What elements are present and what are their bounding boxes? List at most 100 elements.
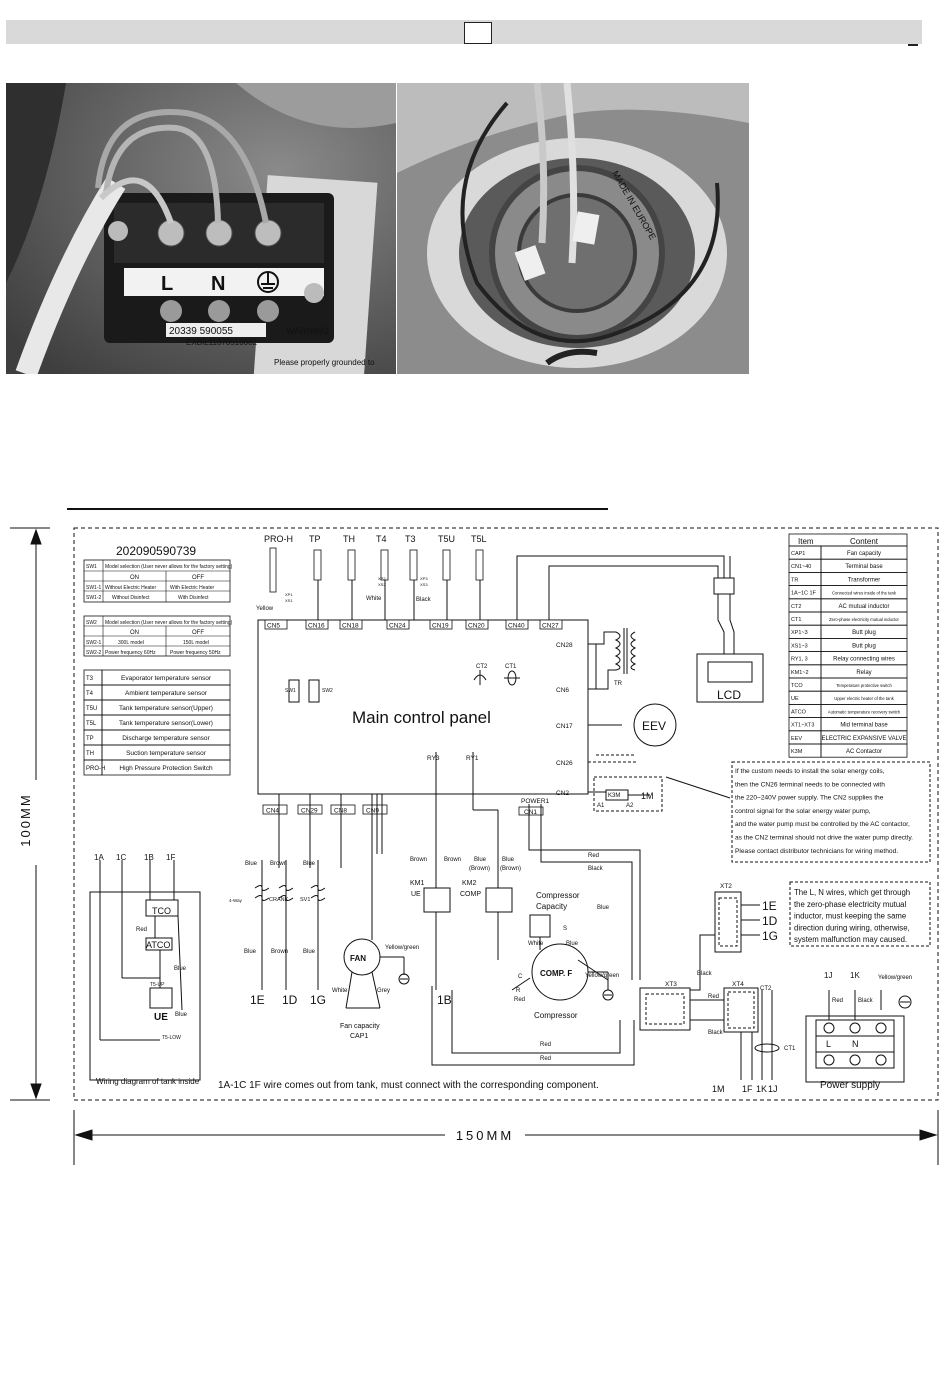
compressor-cap-label: Compressor: [536, 891, 580, 900]
sensor-key: TH: [86, 751, 94, 757]
sensor-probe: [347, 549, 356, 581]
item-val: Zero-phase electricity mutual inductor: [829, 617, 899, 622]
footnote: 1A-1C 1F wire comes out from tank, must …: [218, 1080, 599, 1091]
warning-sticker-text: WARNING: [286, 326, 329, 336]
wire-color-label: Red: [832, 998, 843, 1004]
sw2-table: SW2 Model selection (User never allows f…: [83, 615, 233, 657]
item-key: 1A~1C 1F: [791, 591, 817, 597]
connector-bottom: [362, 804, 388, 815]
item-key: CN1~40: [791, 564, 811, 570]
tank-t5low: T5-LOW: [162, 1035, 181, 1041]
sw1-row2-off: With Disinfect: [178, 595, 209, 601]
sensor-top-label: T5L: [471, 534, 487, 544]
sensor-key: TP: [86, 736, 94, 742]
connector-bottom: [262, 804, 288, 815]
sensor-desc: Discharge temperature sensor: [122, 735, 210, 742]
item-key: KM1~2: [791, 670, 809, 676]
wire-color-label: Yellow/green: [585, 973, 619, 979]
item-val: AC mutual inductor: [838, 604, 889, 610]
capacity-label: Capacity: [536, 902, 567, 911]
item-val-cell: [820, 743, 908, 758]
item-key: CAP1: [791, 551, 805, 557]
item-key: UE: [791, 696, 799, 702]
wire-color-label: Blue: [175, 1012, 188, 1018]
connector-bottom-label: CN9: [366, 808, 379, 815]
xp-label: XP3: [420, 576, 428, 581]
item-key: EEV: [791, 736, 802, 742]
connector-bottom-label: CN4: [266, 808, 279, 815]
item-key: XT1~XT3: [791, 723, 814, 729]
item-val: Mid terminal base: [840, 723, 888, 729]
fan-label: FAN: [350, 954, 366, 963]
fan-capacity-label: Fan capacity: [340, 1023, 380, 1030]
comp-pin-s: S: [563, 926, 567, 932]
connector-right-label: CN6: [556, 687, 569, 694]
connector-top: [465, 619, 489, 630]
wire-color-label: Blue: [174, 966, 187, 972]
wire-color-label: Yellow: [256, 606, 274, 612]
wire-color-label: Black: [416, 597, 432, 603]
wire-color-label: Brown: [271, 949, 288, 955]
xp-label: XS2: [378, 582, 386, 587]
ln-note-line: The L, N wires, which get through: [794, 888, 910, 897]
item-val: Upper electric heater of the tank: [834, 696, 894, 701]
sensor-top-label: TH: [343, 534, 355, 544]
solar-note-line: as the CN2 terminal should not drive the…: [735, 835, 913, 842]
item-val: Temperature protective switch: [836, 683, 892, 688]
wire-color-label: White: [366, 596, 382, 602]
ct1-label: CT1: [505, 664, 517, 670]
terminal-barcode-text: EXBIL11070510082: [186, 338, 258, 347]
wire-color-label: Black: [697, 971, 713, 977]
solar-note-line: If the custom needs to install the solar…: [735, 768, 885, 775]
ln-note-line: the zero-phase electricity mutual: [794, 900, 907, 909]
sw2-row1-on: 300L model: [118, 640, 144, 646]
wire-color-label: Blue: [303, 949, 316, 955]
valve-4way: 4-Way: [229, 898, 243, 903]
wire-color-label: Yellow/green: [385, 945, 419, 951]
xt3-label: XT3: [665, 981, 677, 988]
solar-note-line: Please contact distributor technicians f…: [735, 848, 898, 855]
sw1-row1-key: SW1-1: [86, 585, 102, 591]
item-val: Transformer: [848, 577, 880, 583]
sw1-row2-on: Without Disinfect: [112, 595, 150, 601]
item-key: RY1, 3: [791, 657, 808, 663]
k3m-1m-label: 1M: [641, 791, 654, 801]
item-key: CT2: [791, 604, 801, 610]
wire-color-label: Red: [708, 994, 719, 1000]
sw1-key: SW1: [86, 564, 97, 570]
ry3-label: RY3: [427, 755, 440, 762]
tank-terminal: 1F: [166, 853, 175, 862]
wire-color-label: Blue: [502, 857, 515, 863]
wire-color-label: Blue: [597, 905, 610, 911]
tank-terminal: 1C: [116, 853, 126, 862]
sw1-col-on: ON: [130, 575, 139, 581]
connector-top: [339, 619, 363, 630]
wire-color-label: White: [528, 941, 544, 947]
transformer-icon: [614, 628, 637, 674]
sw1-desc: Model selection (User never allows for t…: [105, 564, 233, 570]
wire-color-label: (Brown): [500, 866, 521, 872]
wire-color-label: White: [332, 988, 348, 994]
sw2-label: SW2: [322, 688, 333, 694]
wire-color-label: Blue: [566, 941, 579, 947]
warning-note-text: Please properly grounded to: [274, 358, 375, 367]
sensor-desc: Tank temperature sensor(Lower): [119, 720, 213, 727]
comp-pin-r: R: [516, 988, 521, 994]
compressor-name: Compressor: [534, 1011, 578, 1020]
sensor-key: T4: [86, 691, 94, 697]
terminal-label-l: L: [161, 273, 173, 295]
sw1-table: SW1 Model selection (User never allows f…: [83, 559, 233, 603]
wire-color-label: Yellow/green: [878, 975, 912, 981]
connector-top: [386, 619, 410, 630]
xt2-label: XT2: [720, 883, 732, 890]
sw2-row1-key: SW2-1: [86, 640, 102, 646]
power-n: N: [852, 1039, 859, 1049]
item-key: XP1~3: [791, 630, 808, 636]
dim-horizontal-label: 150MM: [456, 1128, 514, 1143]
ry1-label: RY1: [466, 755, 479, 762]
item-key: K3M: [791, 749, 803, 755]
ground-symbol-icon: [257, 271, 279, 293]
solar-note-line: the 220~240V power supply. The CN2 suppl…: [735, 795, 884, 802]
tank-terminal: 1B: [144, 853, 154, 862]
km1-label: KM1: [410, 880, 425, 887]
